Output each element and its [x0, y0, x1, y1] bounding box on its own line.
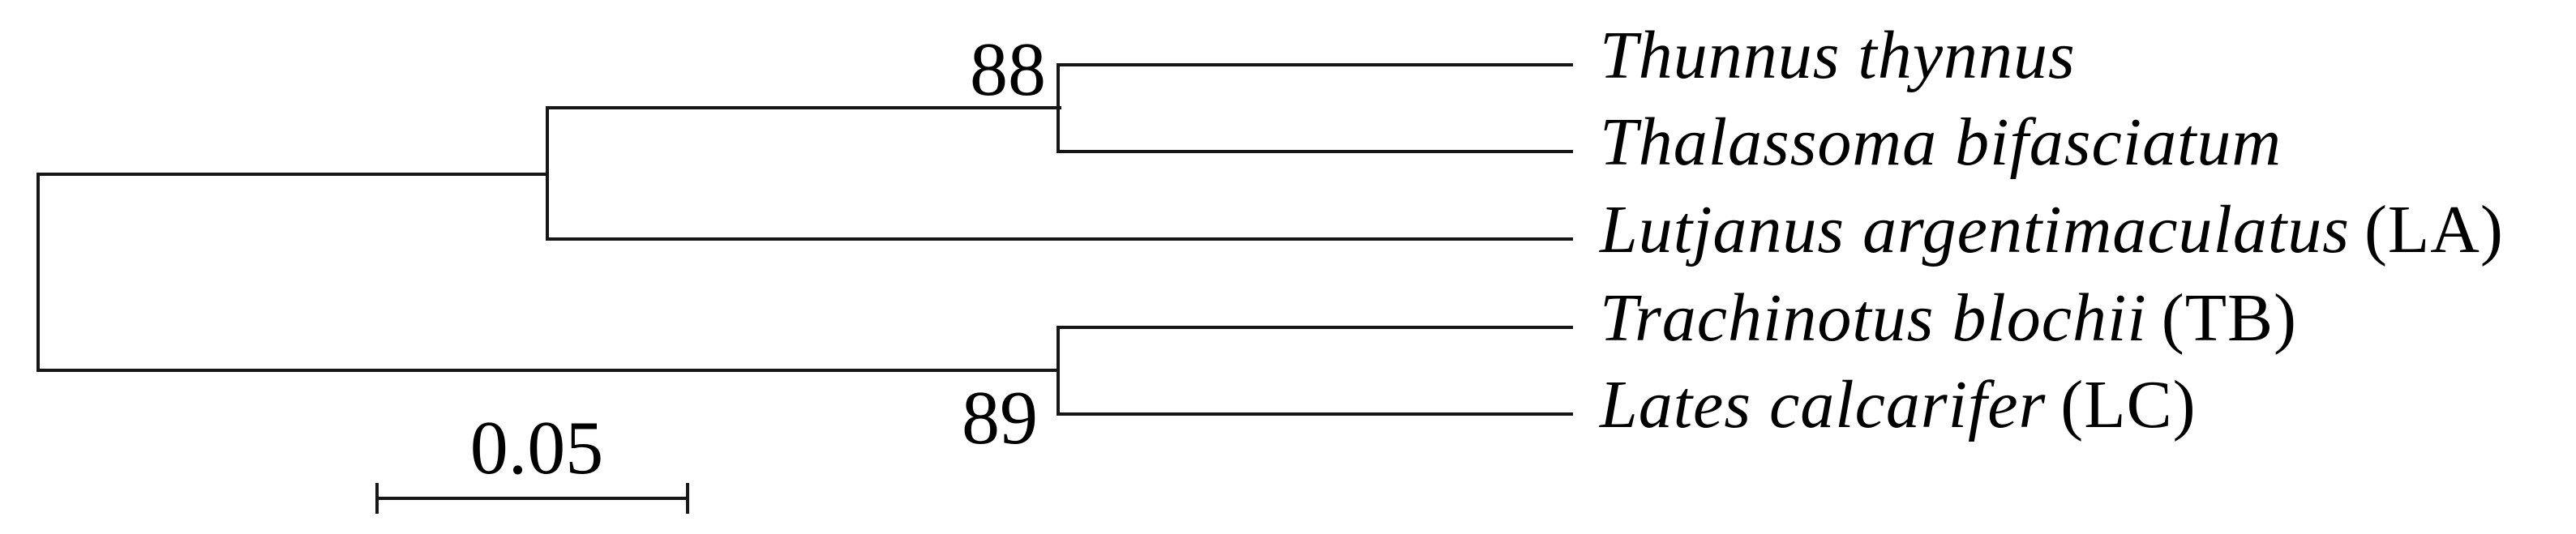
root-vertical-line	[36, 173, 40, 372]
upper-clade-vertical-line	[546, 106, 549, 241]
root-upper-branch-line	[36, 173, 549, 176]
bootstrap-89-label: 89	[962, 376, 1038, 460]
taxon-name: Thunnus thynnus	[1600, 18, 2076, 93]
taxon-code: (TB)	[2161, 280, 2298, 356]
clade88-vertical-line	[1057, 63, 1060, 153]
scalebar-value-label: 0.05	[469, 406, 604, 490]
trachinotus-branch-line	[1057, 326, 1573, 329]
lates-branch-line	[1057, 412, 1573, 416]
root-lower-branch-line	[36, 369, 1060, 372]
clade89-vertical-line	[1057, 326, 1060, 416]
clade88-branch-line	[546, 106, 1061, 109]
taxon-name: Thalassoma bifasciatum	[1600, 105, 2282, 180]
taxon-code: (LC)	[2060, 367, 2197, 442]
lutjanus-branch-line	[546, 237, 1573, 241]
taxon-name: Lutjanus argentimaculatus	[1600, 192, 2350, 267]
taxon-label-lates: Lates calcarifer(LC)	[1600, 361, 2197, 450]
taxon-label-thunnus: Thunnus thynnus	[1600, 11, 2076, 100]
scalebar-right-tick	[686, 483, 689, 514]
thunnus-branch-line	[1057, 63, 1573, 66]
taxon-label-lutjanus: Lutjanus argentimaculatus(LA)	[1600, 186, 2504, 275]
taxon-name: Trachinotus blochii	[1600, 280, 2147, 356]
taxon-label-trachinotus: Trachinotus blochii(TB)	[1600, 274, 2297, 363]
scalebar-left-tick	[375, 483, 379, 514]
thalassoma-branch-line	[1057, 150, 1573, 153]
taxon-name: Lates calcarifer	[1600, 367, 2047, 442]
scalebar-line	[377, 497, 689, 500]
taxon-label-thalassoma: Thalassoma bifasciatum	[1600, 98, 2282, 187]
bootstrap-88-label: 88	[970, 28, 1046, 112]
taxon-code: (LA)	[2364, 192, 2504, 267]
